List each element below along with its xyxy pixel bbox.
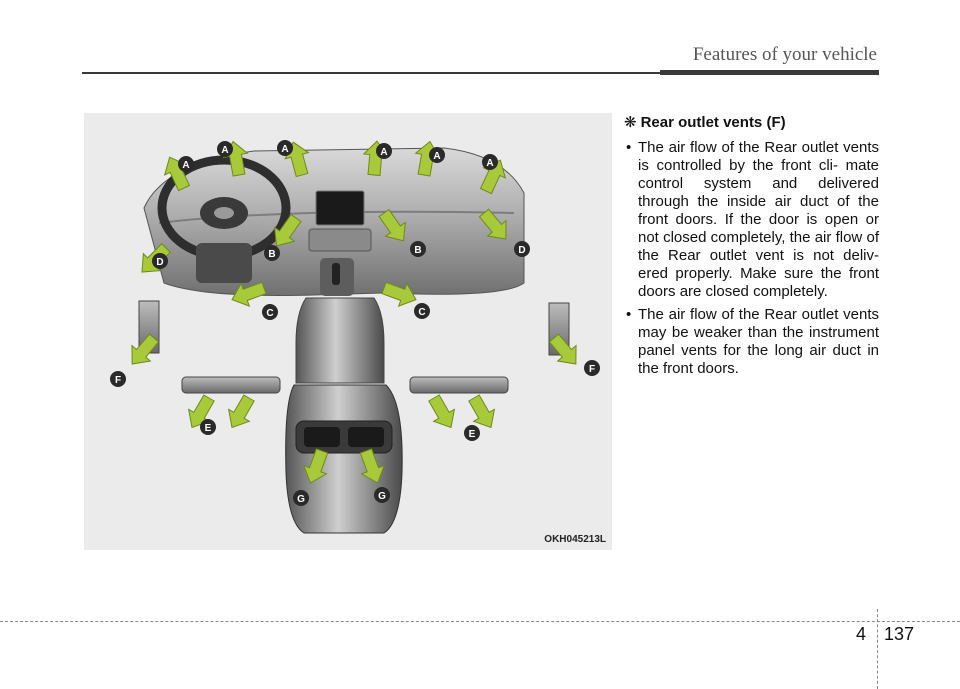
vent-label-e1: E <box>205 423 212 434</box>
vent-label-g2: G <box>378 491 386 502</box>
section-title-text: Rear outlet vents (F) <box>640 114 786 131</box>
vent-label-a1: A <box>182 160 189 171</box>
vent-label-b2: B <box>414 245 421 256</box>
bullet-item: The air flow of the Rear outlet vents ma… <box>624 306 879 378</box>
note-mark-icon: ❋ <box>624 114 637 131</box>
rear-outlet-vents-section: ❋Rear outlet vents (F) The air flow of t… <box>624 114 879 383</box>
vent-label-a2: A <box>221 145 228 156</box>
vent-label-c1: C <box>266 308 273 319</box>
vent-label-a6: A <box>486 158 493 169</box>
page-header-title: Features of your vehicle <box>692 44 877 65</box>
vent-label-b1: B <box>268 249 275 260</box>
vent-label-a5: A <box>433 151 440 162</box>
vent-diagram-figure: A A A A A A B B C C D D E E F F G G OKH0… <box>84 113 612 550</box>
footer-vertical-rule <box>877 609 878 689</box>
vent-label-a4: A <box>380 147 387 158</box>
vent-label-f1: F <box>115 375 121 386</box>
header-rule <box>82 72 879 74</box>
vent-label-g1: G <box>297 494 305 505</box>
figure-code: OKH045213L <box>544 534 606 545</box>
footer-rule <box>0 621 960 622</box>
vent-label-e2: E <box>469 429 476 440</box>
vent-label-f2: F <box>589 364 595 375</box>
vent-label-a3: A <box>281 144 288 155</box>
header-rule-accent <box>660 70 879 75</box>
vent-label-d1: D <box>156 257 163 268</box>
section-title: ❋Rear outlet vents (F) <box>624 114 879 132</box>
vent-label-d2: D <box>518 245 525 256</box>
page-number: 137 <box>884 624 915 644</box>
chapter-number: 4 <box>856 624 867 644</box>
vent-label-c2: C <box>418 307 425 318</box>
vent-diagram-illustration: A A A A A A B B C C D D E E F F G G <box>110 138 600 534</box>
bullet-list: The air flow of the Rear outlet vents is… <box>624 139 879 378</box>
bullet-item: The air flow of the Rear outlet vents is… <box>624 139 879 301</box>
